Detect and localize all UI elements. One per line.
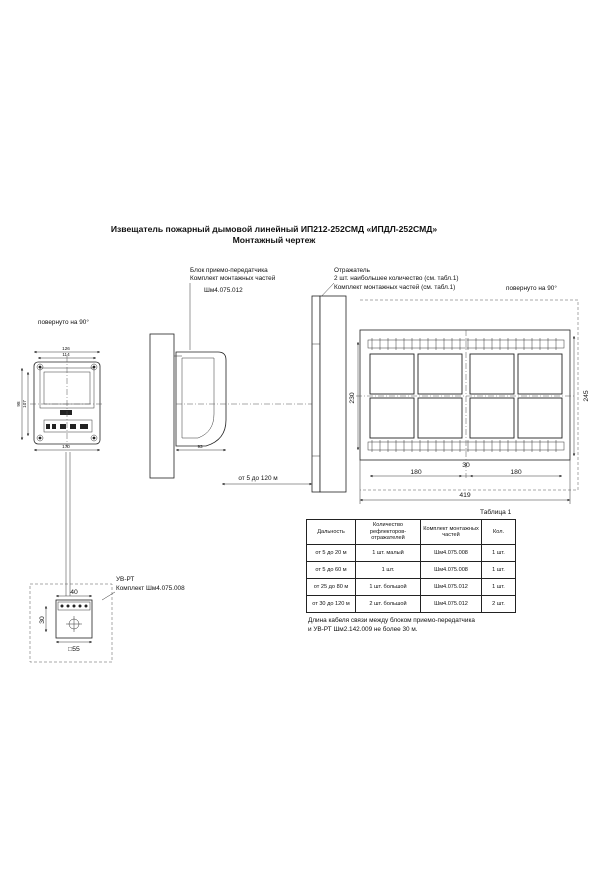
cell-reflector-count: 1 шт.	[355, 561, 421, 579]
uvrt-block: УВ-РТ Комплект Шм4.075.008 40 30 □55	[29, 576, 185, 663]
rotated-label-left: повернуто на 90°	[38, 318, 89, 326]
distance-label: от 5 до 120 м	[238, 475, 277, 482]
drawing-subtitle: Монтажный чертеж	[233, 235, 317, 245]
table-row: от 5 до 60 м 1 шт. Шм4.075.008 1 шт.	[306, 561, 516, 579]
table-row: от 25 до 80 м 1 шт. большой Шм4.075.012 …	[306, 578, 516, 596]
dim-30-reflector: 30	[462, 462, 470, 469]
table-caption: Таблица 1	[480, 509, 512, 516]
reflector-table: Дальность Количество рефлекторов-отражат…	[306, 519, 516, 613]
header-reflector-count: Количество рефлекторов-отражателей	[355, 519, 421, 545]
table-row: от 30 до 120 м 2 шт. большой Шм4.075.012…	[306, 595, 516, 613]
reflector-side-view: Отражатель 2 шт. наибольшее количество (…	[311, 267, 459, 493]
dim-170: 170	[62, 444, 70, 449]
rotated-label-right: повернуто на 90°	[506, 284, 557, 292]
header-kit: Комплект монтажных частей	[420, 519, 482, 545]
cell-range: от 25 до 80 м	[306, 578, 356, 596]
cell-kit: Шм4.075.008	[420, 544, 482, 562]
cell-range: от 5 до 60 м	[306, 561, 356, 579]
dim-107: 107	[22, 400, 27, 408]
dim-98: 98	[16, 401, 21, 407]
transceiver-title: Блок приемо-передатчика	[190, 267, 268, 274]
cell-kit: Шм4.075.008	[420, 561, 482, 579]
cell-qty: 1 шт.	[481, 544, 516, 562]
dim-30-uvrt: 30	[39, 616, 46, 624]
dim-245: 245	[583, 390, 590, 402]
reflector-kit: Комплект монтажных частей (см. табл.1)	[334, 283, 455, 291]
cell-range: от 30 до 120 м	[306, 595, 356, 613]
cell-reflector-count: 2 шт. большой	[355, 595, 421, 613]
cell-range: от 5 до 20 м	[306, 544, 356, 562]
transceiver-code: Шм4.075.012	[204, 287, 243, 294]
transceiver-kit: Комплект монтажных частей	[190, 274, 276, 282]
dim-126: 126	[62, 346, 70, 351]
header-qty: Кол.	[481, 519, 516, 545]
reflector-title: Отражатель	[334, 267, 371, 274]
cell-kit: Шм4.075.012	[420, 595, 482, 613]
dim-55: □55	[68, 646, 80, 653]
dim-114: 114	[62, 352, 70, 357]
cable-note-line-1: Длина кабеля связи между блоком приемо-п…	[308, 616, 475, 624]
header-range: Дальность	[306, 519, 356, 545]
cell-qty: 2 шт.	[481, 595, 516, 613]
cell-reflector-count: 1 шт. большой	[355, 578, 421, 596]
dim-230: 230	[349, 392, 356, 404]
cell-kit: Шм4.075.012	[420, 578, 482, 596]
table-header-row: Дальность Количество рефлекторов-отражат…	[306, 519, 516, 545]
transceiver-side-view: Блок приемо-передатчика Комплект монтажн…	[149, 267, 330, 479]
reflector-qty: 2 шт. наибольшее количество (см. табл.1)	[334, 274, 459, 282]
cell-qty: 1 шт.	[481, 578, 516, 596]
uvrt-kit: Комплект Шм4.075.008	[116, 585, 185, 592]
uvrt-title: УВ-РТ	[116, 576, 134, 583]
drawing-title: Извещатель пожарный дымовой линейный ИП2…	[111, 224, 437, 234]
dim-180-right: 180	[510, 469, 522, 476]
dim-40: 40	[70, 589, 78, 596]
cell-qty: 1 шт.	[481, 561, 516, 579]
dim-180-left: 180	[410, 469, 422, 476]
table-row: от 5 до 20 м 1 шт. малый Шм4.075.008 1 ш…	[306, 544, 516, 562]
cell-reflector-count: 1 шт. малый	[355, 544, 421, 562]
cable-note-line-2: и УВ-РТ Шм2.142.009 не более 30 м.	[308, 625, 418, 633]
reflector-front-view: 230 245 180 30 180 419	[349, 299, 590, 504]
dim-93: 93	[197, 444, 203, 449]
transceiver-front-view: 126 114 98 107 170	[16, 346, 104, 452]
dim-419: 419	[459, 492, 471, 499]
